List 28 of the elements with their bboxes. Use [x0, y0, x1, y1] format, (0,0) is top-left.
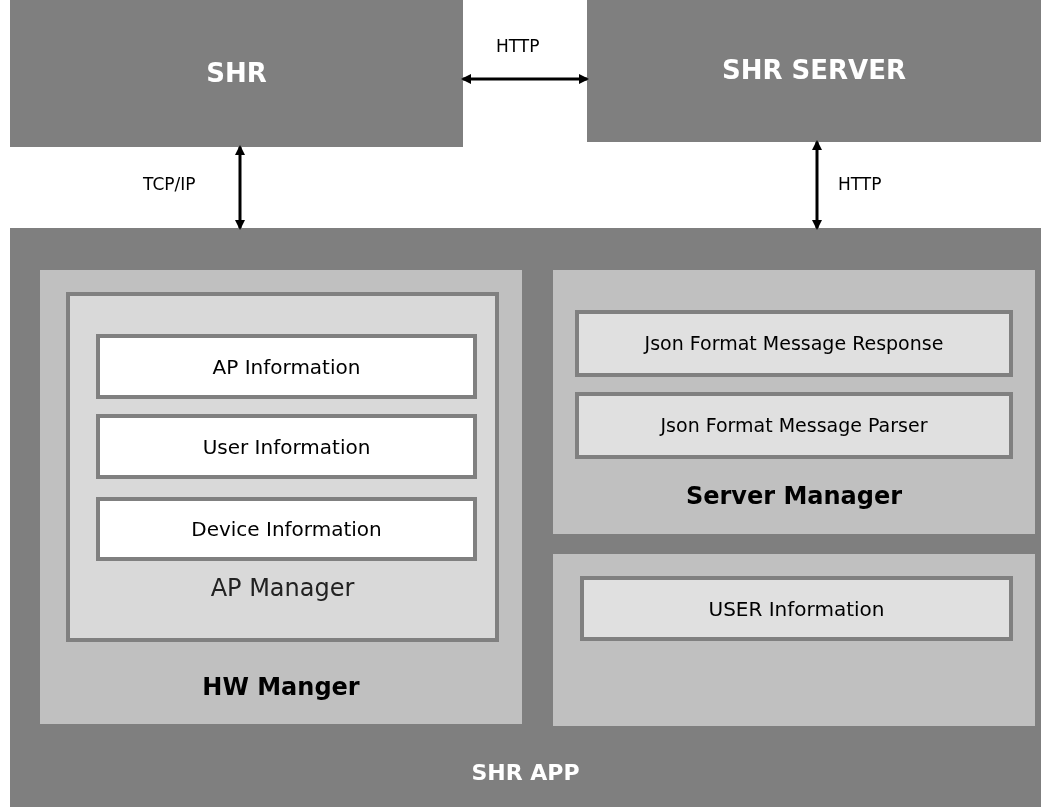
- info-box: [580, 576, 1013, 641]
- arrow: [461, 74, 589, 84]
- info-box: [96, 334, 477, 399]
- arrow: [235, 145, 245, 230]
- node-label: AP Manager: [209, 574, 356, 603]
- node-label: Server Manager: [684, 482, 904, 511]
- node-label: Device Information: [190, 517, 383, 541]
- module-panel: [40, 270, 522, 724]
- message-box: [575, 392, 1013, 459]
- server-box: [587, 0, 1041, 142]
- node-label: Json Format Message Parser: [658, 414, 929, 437]
- node-label: SHR SERVER: [721, 55, 907, 87]
- node-label: Json Format Message Response: [642, 332, 945, 355]
- node-label: SHR APP: [470, 760, 581, 787]
- manager-panel: [66, 292, 499, 642]
- node-label: USER Information: [707, 596, 886, 621]
- node-label: HW Manger: [201, 673, 361, 702]
- node-label: User Information: [201, 434, 372, 459]
- info-box: [96, 497, 477, 561]
- node-label: SHR: [205, 57, 268, 90]
- arrow: [812, 140, 822, 230]
- database-panel: [553, 554, 1035, 726]
- message-box: [575, 310, 1013, 377]
- system-box: [10, 0, 463, 147]
- app-container: [10, 228, 1041, 807]
- info-box: [96, 414, 477, 479]
- module-panel: [553, 270, 1035, 534]
- node-label: AP Information: [211, 354, 362, 379]
